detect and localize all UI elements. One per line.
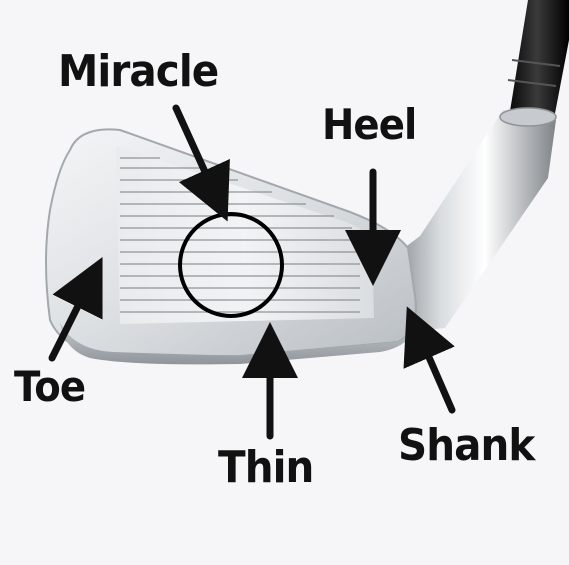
hosel <box>378 107 557 332</box>
miracle-arrow-icon <box>172 104 230 222</box>
club-head <box>45 128 417 365</box>
toe-arrow-icon <box>48 256 103 362</box>
label-toe: Toe <box>14 362 86 411</box>
sweet-spot-circle-icon <box>178 212 284 318</box>
shank-arrow-icon <box>403 306 456 414</box>
label-shank: Shank <box>398 420 535 471</box>
label-miracle: Miracle <box>58 46 219 97</box>
label-thin: Thin <box>218 442 314 493</box>
arrows <box>48 104 456 440</box>
label-heel: Heel <box>322 100 417 149</box>
